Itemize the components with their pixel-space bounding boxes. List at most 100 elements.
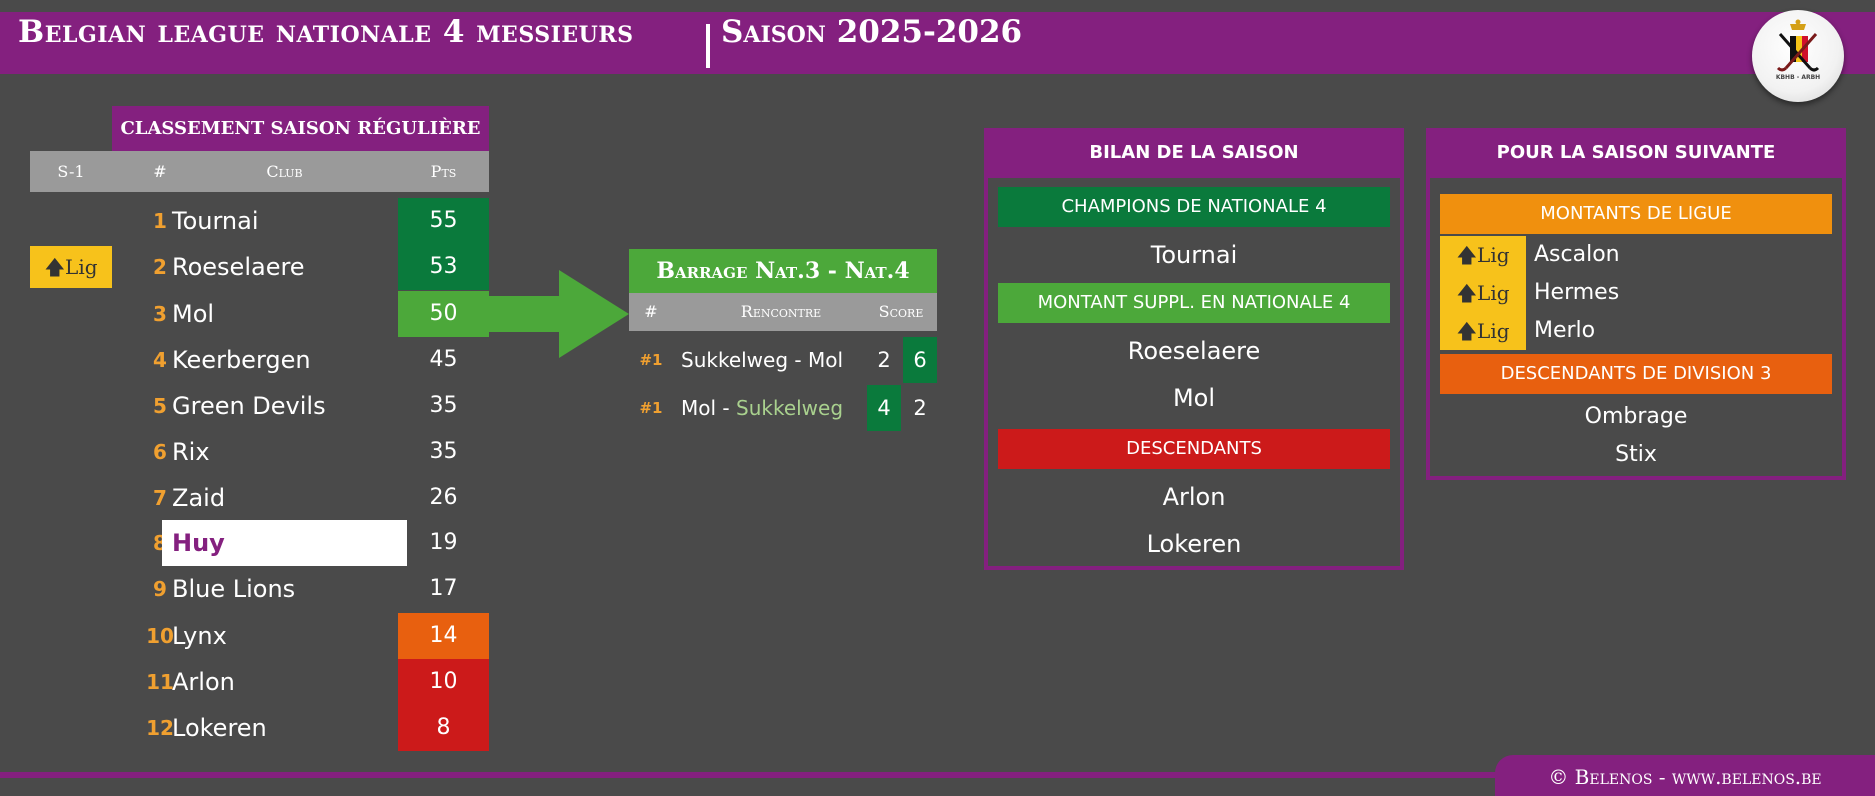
club-name: Huy [162, 520, 407, 566]
standings-title: CLASSEMENT SAISON RÉGULIÈRE [112, 106, 489, 151]
prev-season-badge: 🡅Lig [30, 246, 112, 288]
away-score: 6 [903, 337, 937, 383]
logo-caption: KBHB - ARBH [1775, 74, 1821, 81]
bilan-title: BILAN DE LA SAISON [984, 128, 1404, 178]
club-name: Arlon [172, 668, 235, 696]
match-teams: Mol - Sukkelweg [681, 385, 891, 431]
club-name: Lokeren [172, 714, 267, 742]
home-score: 4 [867, 385, 901, 431]
rank-number: 11 [146, 670, 174, 694]
league-tag: 🡅Lig [1440, 312, 1526, 350]
points-cell: 10 [398, 659, 489, 705]
up-arrow-icon: 🡅 [1456, 319, 1478, 343]
rank-number: 12 [146, 716, 174, 740]
col-score: Score [878, 302, 924, 321]
champions-label: CHAMPIONS DE NATIONALE 4 [998, 187, 1390, 227]
barrage-header: # Rencontre Score [629, 293, 937, 331]
rank-number: 6 [153, 440, 167, 464]
page-title: Belgian league nationale 4 messieurs [18, 14, 634, 50]
club-name: Roeselaere [172, 253, 305, 281]
league-tag-text: Lig [1477, 319, 1510, 343]
title-separator [706, 24, 710, 68]
club-name: Lynx [172, 622, 227, 650]
up-arrow-icon: 🡅 [1456, 281, 1478, 305]
relegated-club: Ombrage [1584, 404, 1688, 429]
next-season-title: POUR LA SAISON SUIVANTE [1426, 128, 1846, 178]
away-team: Sukkelweg [736, 396, 844, 420]
club-name: Keerbergen [172, 346, 311, 374]
club-name: Rix [172, 438, 210, 466]
home-team: Sukkelweg [681, 348, 789, 372]
league-promoted-label: MONTANTS DE LIGUE [1440, 194, 1832, 234]
up-arrow-icon: 🡅 [1456, 243, 1478, 267]
points-cell: 17 [429, 576, 458, 601]
descendants-label: DESCENDANTS [998, 429, 1390, 469]
footer-line [0, 772, 1875, 778]
league-tag-text: Lig [1477, 281, 1510, 305]
up-arrow-icon: 🡅 [44, 255, 66, 279]
col-club: Club [266, 162, 303, 181]
div3-relegated-label: DESCENDANTS DE DIVISION 3 [1440, 354, 1832, 394]
promoted-club: Ascalon [1534, 242, 1620, 267]
rank-number: 3 [153, 302, 167, 326]
federation-logo: KBHB - ARBH [1752, 10, 1844, 102]
rank-number: 4 [153, 348, 167, 372]
points-cell: 55 [398, 198, 489, 244]
away-score: 2 [913, 396, 927, 420]
relegated-club: Stix [1615, 442, 1657, 467]
away-team: Mol [807, 348, 844, 372]
rank-number: 5 [153, 394, 167, 418]
points-cell: 14 [398, 613, 489, 659]
prev-season-tag: Lig [65, 255, 98, 279]
points-cell: 19 [429, 530, 458, 555]
club-name: Green Devils [172, 392, 326, 420]
descendant-club: Lokeren [1146, 530, 1242, 558]
team-separator: - [716, 396, 736, 420]
rank-number: 7 [153, 486, 167, 510]
points-cell: 50 [398, 291, 489, 337]
col-prev-season: S-1 [57, 162, 85, 181]
next-season-panel: POUR LA SAISON SUIVANTE MONTANTS DE LIGU… [1426, 128, 1846, 480]
home-score: 2 [877, 348, 891, 372]
col-points: Pts [430, 162, 457, 181]
match-number: #1 [639, 351, 663, 369]
header-bar [0, 12, 1875, 74]
points-cell: 53 [398, 244, 489, 290]
points-cell: 8 [398, 705, 489, 751]
hockey-sticks-icon [1776, 19, 1820, 72]
season-label: Saison 2025-2026 [721, 14, 1023, 50]
standings-header: S-1 # Club Pts [30, 151, 489, 192]
club-name: Tournai [172, 207, 259, 235]
club-name: Mol [172, 300, 215, 328]
league-tag-text: Lig [1477, 243, 1510, 267]
points-cell: 26 [429, 485, 458, 510]
match-number: #1 [639, 399, 663, 417]
league-tag: 🡅Lig [1440, 274, 1526, 312]
montant-club: Mol [1172, 384, 1216, 412]
match-teams: Sukkelweg - Mol [681, 337, 891, 383]
col-rank: # [153, 162, 167, 181]
bilan-panel: BILAN DE LA SAISON CHAMPIONS DE NATIONAL… [984, 128, 1404, 570]
rank-number: 9 [153, 577, 167, 601]
col-match-num: # [644, 302, 658, 321]
footer-credit: © Belenos - www.belenos.be [1495, 755, 1875, 796]
right-arrow-icon [489, 270, 629, 358]
points-cell: 45 [429, 347, 458, 372]
promoted-club: Hermes [1534, 280, 1620, 305]
col-match: Rencontre [740, 302, 822, 321]
promoted-club: Merlo [1534, 318, 1596, 343]
montant-label: MONTANT SUPPL. EN NATIONALE 4 [998, 283, 1390, 323]
rank-number: 2 [153, 255, 167, 279]
